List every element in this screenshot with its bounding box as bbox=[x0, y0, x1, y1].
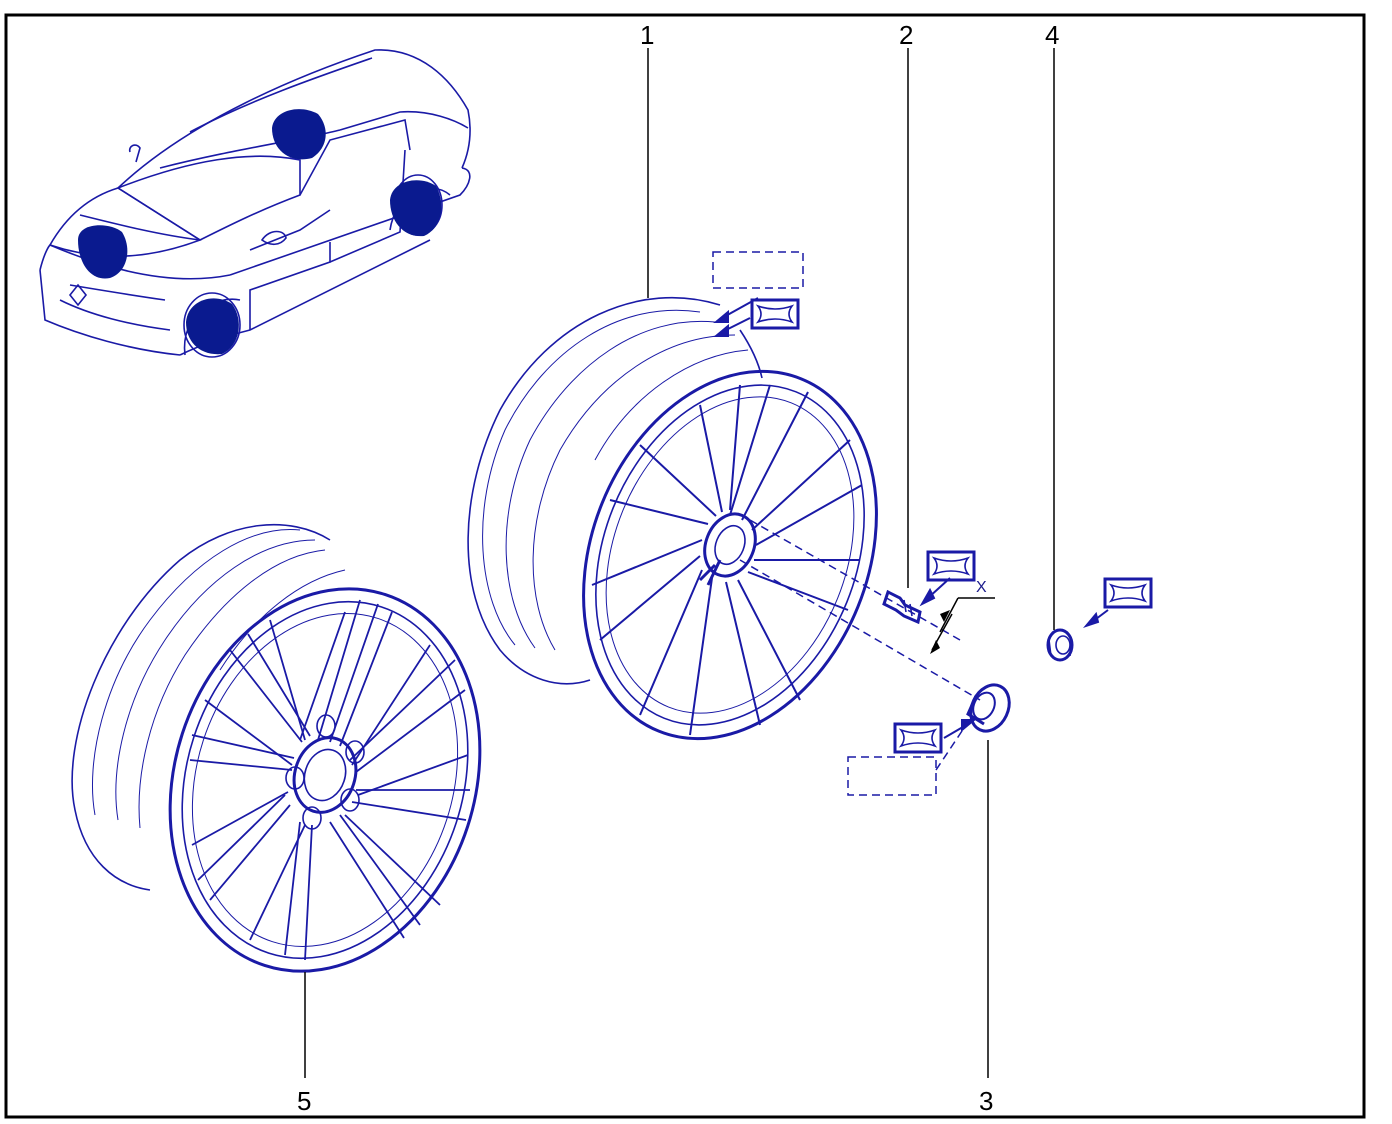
cap-axis bbox=[739, 559, 981, 701]
reference-tags bbox=[712, 251, 1153, 796]
wheel-rim-1 bbox=[467, 296, 878, 741]
callout-3: 3 bbox=[979, 1086, 993, 1116]
callout-4: 4 bbox=[1045, 20, 1059, 50]
part-reference-tag-icon bbox=[926, 550, 976, 582]
reference-tag-placeholder bbox=[847, 756, 937, 796]
part-reference-tag-icon bbox=[893, 722, 943, 754]
wheel-position-marker-icon bbox=[186, 298, 239, 355]
callout-2: 2 bbox=[899, 20, 913, 50]
diagram-frame bbox=[4, 13, 1366, 1119]
part-reference-tag-icon bbox=[1103, 577, 1153, 609]
wheel-position-marker-icon bbox=[78, 225, 128, 279]
callout-5: 5 bbox=[297, 1086, 311, 1116]
wheel-rim-5 bbox=[71, 523, 482, 973]
center-cap-3 bbox=[966, 683, 1011, 733]
callout-leaders bbox=[304, 48, 1055, 1078]
wheel-position-markers bbox=[78, 109, 442, 355]
part-reference-tag-icon bbox=[750, 298, 800, 330]
reference-tag-placeholder bbox=[712, 251, 804, 289]
wheel-position-marker-icon bbox=[272, 109, 326, 160]
bolt-cap-4 bbox=[1046, 628, 1074, 662]
valve-axis bbox=[749, 519, 961, 641]
callout-1: 1 bbox=[640, 20, 654, 50]
dimension-x-label: X bbox=[976, 579, 987, 596]
dimension-x: X bbox=[930, 579, 995, 654]
valve-2 bbox=[882, 589, 922, 625]
wheel-position-marker-icon bbox=[390, 180, 442, 237]
